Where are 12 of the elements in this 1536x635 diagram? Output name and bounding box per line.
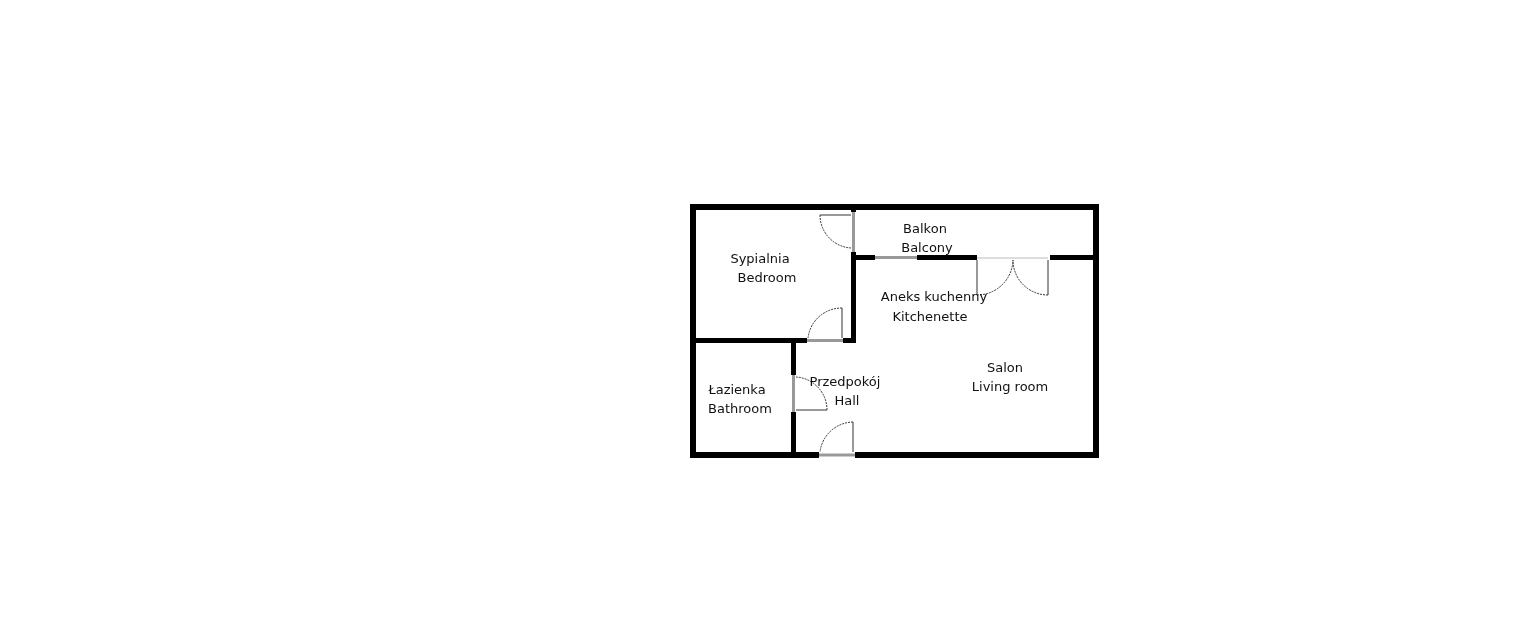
room-label: Living room <box>971 379 1049 395</box>
room-label: Balkon <box>903 221 947 237</box>
room-label: Aneks kuchenny <box>880 289 988 305</box>
room-label: Przedpokój <box>809 374 881 390</box>
room-label: Sypialnia <box>730 251 790 267</box>
room-label: Hall <box>834 393 860 409</box>
room-label: Salon <box>987 360 1023 376</box>
room-label: Balcony <box>901 240 953 256</box>
room-label: Kitchenette <box>892 309 968 325</box>
room-label: Bedroom <box>737 270 797 286</box>
room-label: Bathroom <box>708 401 772 417</box>
room-label: Łazienka <box>708 382 766 398</box>
